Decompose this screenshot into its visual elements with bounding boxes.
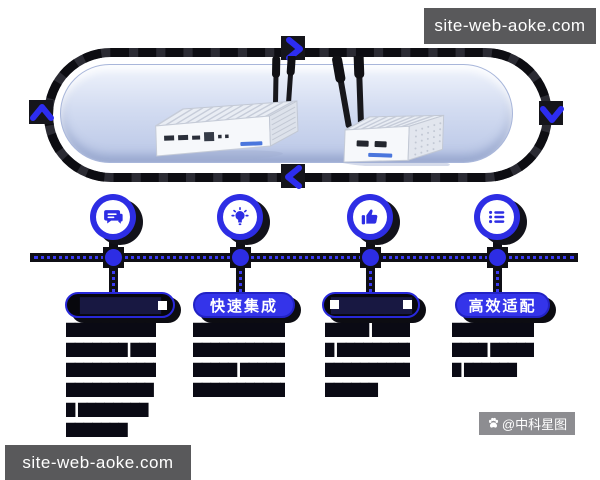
redacted-text-line: ████████████ bbox=[193, 343, 285, 357]
device-illustrations bbox=[154, 56, 450, 166]
timeline-node bbox=[362, 249, 379, 266]
arrow-right-icon bbox=[286, 37, 303, 61]
artifact-square bbox=[403, 300, 412, 309]
redacted-text-line: ███████ ███ bbox=[66, 343, 156, 357]
thumbs-up-icon bbox=[353, 200, 387, 234]
redacted-text-line: █ █████████ bbox=[325, 343, 410, 357]
feature-label-2-text: 快速集成 bbox=[209, 297, 278, 315]
redacted-text-line: █ ██████ bbox=[452, 363, 517, 377]
timeline-dotted-line bbox=[34, 256, 574, 259]
mini-pc-with-antennas-right bbox=[332, 56, 450, 166]
paw-icon bbox=[488, 417, 498, 428]
arrow-up-icon bbox=[30, 104, 54, 121]
feature-icon-4 bbox=[474, 194, 520, 240]
redacted-text-line: ████████████ bbox=[66, 363, 156, 377]
redacted-text-line: ██████████ █ bbox=[66, 383, 156, 397]
watermark-bottom-text: site-web-aoke.com bbox=[22, 452, 174, 472]
redacted-text-line: █ ████████ bbox=[66, 403, 148, 417]
feature-icon-1 bbox=[90, 194, 136, 240]
feature-label-2: 快速集成 bbox=[193, 292, 295, 318]
feature-icon-2 bbox=[217, 194, 263, 240]
redacted-text-line: ██████ bbox=[325, 383, 378, 397]
feature-body-1: ███████████████████ ████████████████████… bbox=[66, 320, 156, 440]
watermark-credit: @中科星图 bbox=[479, 412, 575, 435]
watermark-top-text: site-web-aoke.com bbox=[434, 16, 586, 35]
feature-body-2: ████████████ ████████████ █████ ██████ ████… bbox=[193, 320, 285, 400]
watermark-top: site-web-aoke.com bbox=[424, 8, 596, 44]
feature-label-1-text: █████████ bbox=[79, 297, 161, 313]
feature-icon-3 bbox=[347, 194, 393, 240]
redacted-text-line: █████ ██████ bbox=[193, 363, 285, 377]
redacted-text-line: █████ █████ bbox=[325, 323, 410, 337]
mini-pc-with-antennas-left bbox=[154, 56, 299, 162]
redacted-text-line: ███████ bbox=[66, 423, 128, 437]
list-icon bbox=[480, 200, 514, 234]
feature-label-4: 高效适配 bbox=[455, 292, 550, 318]
timeline-node bbox=[105, 249, 122, 266]
arrow-down-icon bbox=[540, 106, 564, 123]
artifact-square bbox=[158, 301, 167, 310]
arrow-left-icon bbox=[285, 165, 302, 189]
lightbulb-icon bbox=[223, 200, 257, 234]
feature-body-3: █████ ██████ ██████████████████████████ bbox=[325, 320, 410, 400]
watermark-bottom: site-web-aoke.com bbox=[5, 445, 191, 480]
feature-label-1: █████████ bbox=[65, 292, 175, 318]
redacted-text-line: ████████████ bbox=[193, 323, 285, 337]
timeline-node bbox=[489, 249, 506, 266]
redacted-text-line: ████████████ bbox=[66, 323, 156, 337]
feature-label-3-text: █████████ bbox=[330, 297, 412, 313]
redacted-text-line: ███████████ bbox=[193, 383, 285, 397]
feature-body-4: ███████████ ████ ██████ █ ██████ bbox=[452, 320, 534, 380]
feature-label-4-text: 高效适配 bbox=[468, 297, 537, 315]
artifact-square bbox=[330, 300, 339, 309]
chat-bubble-icon bbox=[96, 200, 130, 234]
redacted-text-line: ███████████ bbox=[325, 363, 410, 377]
timeline-node bbox=[232, 249, 249, 266]
watermark-credit-text: @中科星图 bbox=[501, 417, 568, 432]
redacted-text-line: ███████████ bbox=[452, 323, 534, 337]
redacted-text-line: ████ ██████ bbox=[452, 343, 534, 357]
